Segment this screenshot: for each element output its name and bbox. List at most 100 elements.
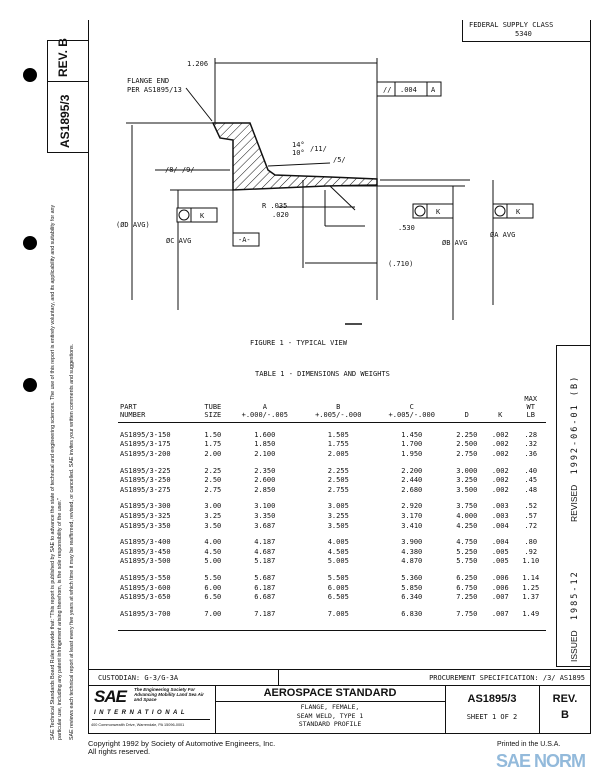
table-cell: .48 bbox=[524, 485, 538, 494]
table-cell: .45 bbox=[524, 476, 538, 485]
logo-international: INTERNATIONAL bbox=[94, 710, 189, 716]
punch-hole bbox=[23, 378, 37, 392]
table-cell: .28 bbox=[524, 430, 538, 439]
table-cell: .57 bbox=[524, 511, 538, 520]
label-per-spec: PER AS1895/13 bbox=[127, 86, 182, 94]
issue-strip: ISSUED 1985-12 REVISED 1992-06-01 (B) bbox=[556, 345, 591, 667]
table-cell: 6.187 bbox=[254, 583, 276, 592]
table-cell: 1.700 bbox=[401, 440, 423, 449]
table-cell: 3.170 bbox=[401, 511, 423, 520]
punch-hole bbox=[23, 236, 37, 250]
table-cell: 4.750 bbox=[456, 538, 478, 547]
table-cell: .006 bbox=[491, 583, 509, 592]
table-cell: 1.505 bbox=[327, 430, 349, 439]
printed-in-usa: Printed in the U.S.A. bbox=[497, 741, 561, 748]
table-cell: 7.005 bbox=[327, 609, 349, 618]
table-cell: 3.25 bbox=[204, 511, 222, 520]
copyright: Copyright 1992 by Society of Automotive … bbox=[88, 739, 276, 756]
table-cell: 3.255 bbox=[327, 511, 349, 520]
table-cell: .80 bbox=[524, 538, 538, 547]
table-cell: 4.380 bbox=[401, 547, 423, 556]
table-cell: 2.920 bbox=[401, 502, 423, 511]
table-cell: 2.600 bbox=[254, 476, 276, 485]
table-cell: .003 bbox=[491, 511, 509, 520]
table-cell: .006 bbox=[491, 573, 509, 582]
table-cell: 3.505 bbox=[327, 521, 349, 530]
table-cell: 5.187 bbox=[254, 557, 276, 566]
table-cell: .72 bbox=[524, 521, 538, 530]
table-cell: 2.255 bbox=[327, 466, 349, 475]
table-cell: 1.37 bbox=[522, 593, 540, 602]
table-cell: 6.750 bbox=[456, 583, 478, 592]
note-8-9: /8/ /9/ bbox=[165, 166, 195, 174]
sae-norm-watermark: SAE NORM bbox=[496, 751, 586, 771]
table-cell: .004 bbox=[491, 538, 509, 547]
table-cell: 5.850 bbox=[401, 583, 423, 592]
table-cell: 5.00 bbox=[204, 557, 222, 566]
svg-text://: // bbox=[383, 86, 391, 94]
table-cell: .92 bbox=[524, 547, 538, 556]
table-cell: AS1895/3-650 bbox=[120, 593, 171, 602]
svg-text:K: K bbox=[436, 208, 441, 216]
table-cell: 2.50 bbox=[204, 476, 222, 485]
table-cell: 1.850 bbox=[254, 440, 276, 449]
revision: B bbox=[561, 709, 569, 721]
table-cell: 5.50 bbox=[204, 573, 222, 582]
table-cell: AS1895/3-500 bbox=[120, 557, 171, 566]
table-cell: 3.500 bbox=[456, 485, 478, 494]
table-cell: 3.687 bbox=[254, 521, 276, 530]
datum-a: -A- bbox=[238, 236, 251, 244]
table-cell: .002 bbox=[491, 485, 509, 494]
angle-note: /11/ bbox=[310, 145, 327, 153]
table-cell: 1.600 bbox=[254, 430, 276, 439]
table-cell: AS1895/3-150 bbox=[120, 430, 171, 439]
table-cell: 4.000 bbox=[456, 511, 478, 520]
table-cell: AS1895/3-275 bbox=[120, 485, 171, 494]
table-cell: 2.100 bbox=[254, 449, 276, 458]
table-cell: 6.00 bbox=[204, 583, 222, 592]
table-cell: .40 bbox=[524, 466, 538, 475]
table-cell: 2.75 bbox=[204, 485, 222, 494]
table-cell: 1.49 bbox=[522, 609, 540, 618]
label-b-avg: ØB AVG bbox=[442, 239, 467, 247]
table-cell: 7.250 bbox=[456, 593, 478, 602]
table-cell: AS1895/3-550 bbox=[120, 573, 171, 582]
label-d-avg: (ØD AVG) bbox=[116, 221, 150, 229]
logo-tagline: The Engineering Society For Advancing Mo… bbox=[134, 687, 204, 702]
table-cell: 5.687 bbox=[254, 573, 276, 582]
sae-logo: SAE bbox=[94, 687, 127, 706]
datum-a-box bbox=[232, 232, 260, 247]
table-cell: AS1895/3-325 bbox=[120, 511, 171, 520]
table-cell: 4.250 bbox=[456, 521, 478, 530]
svg-text:K: K bbox=[516, 208, 521, 216]
custodian: CUSTODIAN: G-3/G-3A bbox=[98, 674, 179, 682]
label-a-avg: ØA AVG bbox=[490, 231, 515, 239]
table-cell: .002 bbox=[491, 449, 509, 458]
table-cell: AS1895/3-300 bbox=[120, 502, 171, 511]
logo-address: 400 Commonwealth Drive, Warrendale, PA 1… bbox=[91, 723, 185, 727]
table-cell: 3.00 bbox=[204, 502, 222, 511]
aerospace-standard-heading: AEROSPACE STANDARD bbox=[263, 687, 397, 699]
table-cell: .004 bbox=[491, 521, 509, 530]
table-cell: AS1895/3-450 bbox=[120, 547, 171, 556]
table-cell: 7.00 bbox=[204, 609, 222, 618]
table-cell: .005 bbox=[491, 547, 509, 556]
sheet-number: SHEET 1 OF 2 bbox=[466, 713, 518, 721]
table-cell: 1.50 bbox=[204, 430, 222, 439]
table-cell: 3.750 bbox=[456, 502, 478, 511]
table-cell: 1.14 bbox=[522, 573, 540, 582]
table-cell: 2.440 bbox=[401, 476, 423, 485]
